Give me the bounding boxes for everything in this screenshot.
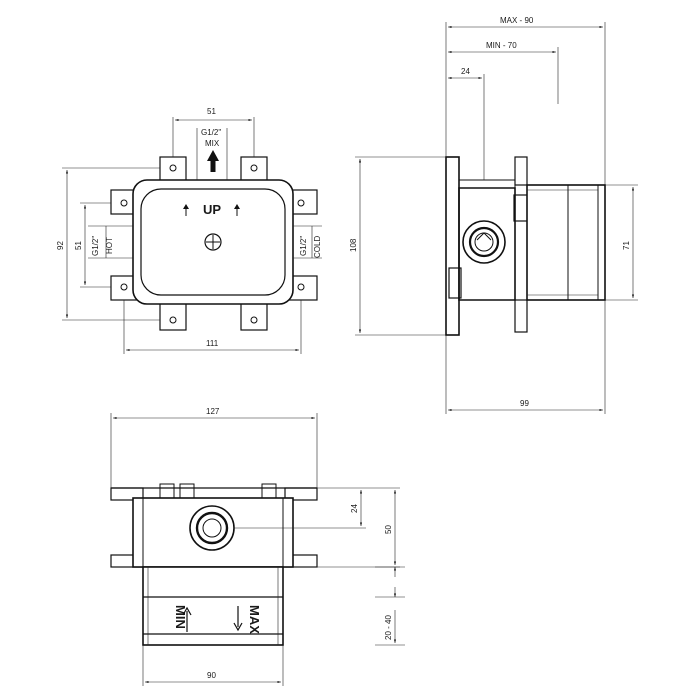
svg-text:MIN - 70: MIN - 70 [486,41,517,50]
svg-text:90: 90 [207,671,216,680]
svg-text:127: 127 [206,407,220,416]
mix-label: MIX [205,139,220,148]
dim-side-bottom: 99 [445,300,606,414]
svg-text:99: 99 [520,399,529,408]
svg-text:MAX - 90: MAX - 90 [500,16,534,25]
box-opening [140,188,286,296]
max-label: MAX [247,605,262,634]
up-label: UP [203,202,221,217]
dim-front-bottom: 111 [123,300,302,354]
mix-arrow-icon [207,150,219,172]
cold-inlet: G1/2" COLD [293,225,322,259]
min-marker: MIN [173,605,192,632]
svg-text:51: 51 [74,241,83,250]
front-view: UP G1/2" MIX G1/2" HOT G1/2" [56,107,322,354]
dim-side-min: MIN - 70 [448,41,559,104]
dim-front-left-outer: 92 [56,167,160,321]
svg-text:111: 111 [206,339,219,348]
dim-bottom-top: 127 [110,407,318,488]
dim-side-max: MAX - 90 [445,16,606,185]
mix-outlet: G1/2" MIX [196,128,228,180]
hot-inlet: G1/2" HOT [88,225,133,259]
mix-size-label: G1/2" [201,128,221,137]
dim-front-top: 51 [172,107,255,157]
center-screw-icon [204,233,222,251]
hot-size-label: G1/2" [91,236,100,256]
dim-side-height: 108 [349,156,446,336]
svg-text:51: 51 [207,107,216,116]
dim-front-left-inner: 51 [74,202,111,288]
dim-bottom-24: 24 [234,487,366,529]
max-arrow-icon [233,606,243,632]
up-arrow-icon [183,204,240,216]
svg-text:92: 92 [56,241,65,250]
side-view: MAX - 90 MIN - 70 24 108 71 [349,16,638,414]
svg-text:24: 24 [350,504,359,513]
hot-label: HOT [105,237,114,254]
side-port-outer [462,220,506,264]
dim-side-offset: 24 [448,67,485,180]
min-arrow-icon [182,606,192,632]
dim-bottom-range: 20 - 40 [375,566,405,646]
svg-text:20 - 40: 20 - 40 [384,615,393,640]
svg-text:50: 50 [384,525,393,534]
dim-side-right: 71 [605,184,638,301]
bottom-view: MIN MAX 127 90 [110,407,405,686]
cold-size-label: G1/2" [299,236,308,256]
svg-text:71: 71 [622,241,631,250]
mounting-tabs [110,156,318,331]
min-label: MIN [173,605,188,629]
max-marker: MAX [233,605,262,634]
cold-label: COLD [313,236,322,258]
svg-text:108: 108 [349,238,358,252]
dim-bottom-width: 90 [142,645,284,686]
svg-text:24: 24 [461,67,470,76]
